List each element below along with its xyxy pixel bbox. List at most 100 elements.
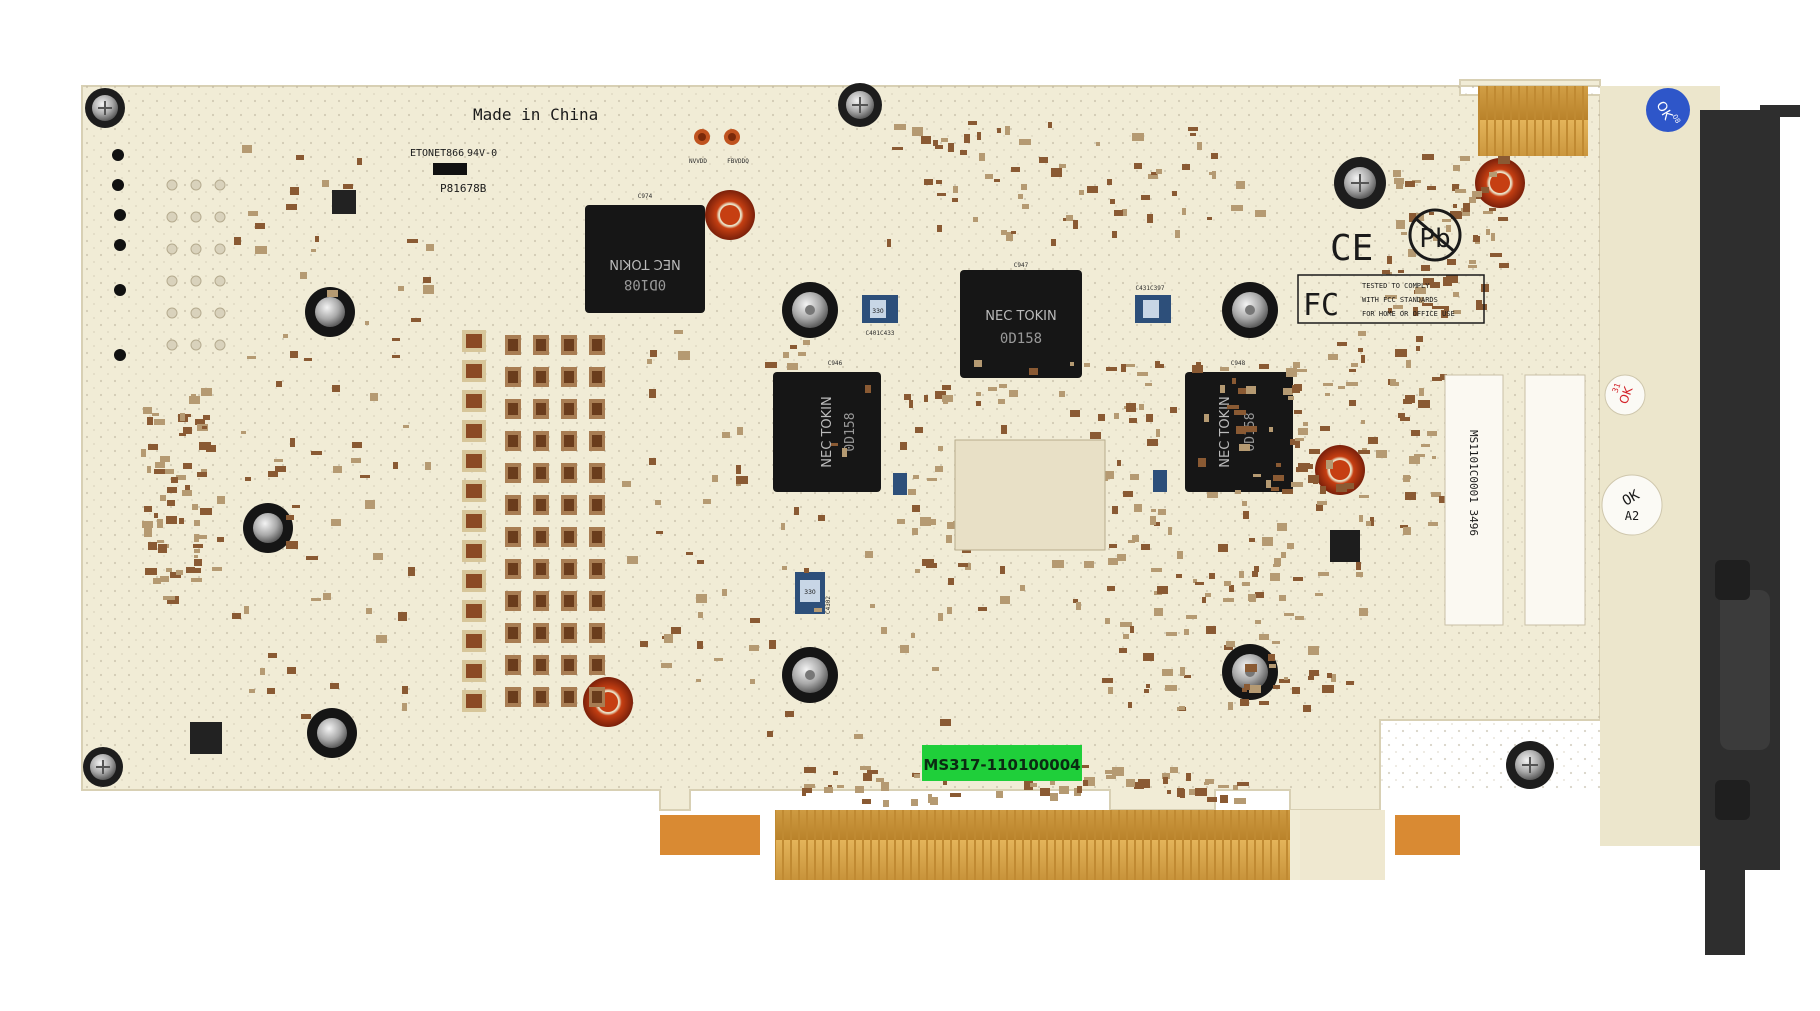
smd-component xyxy=(1279,679,1290,683)
smd-component xyxy=(403,425,409,428)
smd-component xyxy=(1227,405,1239,409)
pad-hole xyxy=(190,211,202,223)
smd-component xyxy=(183,427,192,434)
smd-component xyxy=(242,145,252,153)
smd-component xyxy=(1356,562,1361,570)
gpu-component-field xyxy=(141,121,1510,807)
smd-component xyxy=(1238,388,1248,394)
screw-bottom-right xyxy=(1506,741,1554,789)
smd-component xyxy=(1293,577,1303,581)
smd-component xyxy=(1431,492,1441,497)
smd-component xyxy=(1223,598,1234,602)
mount-ring-3 xyxy=(1315,445,1365,495)
resistor-body xyxy=(564,627,574,639)
smd-component xyxy=(887,239,891,247)
smd-component xyxy=(1243,511,1249,519)
smd-component xyxy=(1400,525,1408,528)
vrm-screw-2 xyxy=(243,503,293,553)
smd-component xyxy=(1252,571,1258,577)
smd-component xyxy=(1105,618,1110,624)
svg-text:A2: A2 xyxy=(1625,509,1639,523)
smd-component xyxy=(1107,179,1112,185)
smd-component xyxy=(750,679,755,684)
smd-component xyxy=(1318,572,1329,576)
pad-hole xyxy=(190,275,202,287)
pad-hole xyxy=(214,275,226,287)
smd-component xyxy=(1198,458,1206,467)
resistor-body xyxy=(564,691,574,703)
smd-component xyxy=(1327,673,1332,678)
smd-component xyxy=(1175,230,1180,238)
smd-component xyxy=(1385,295,1397,299)
smd-component xyxy=(1303,422,1308,426)
smd-component xyxy=(212,567,222,571)
smd-component xyxy=(1209,573,1215,579)
smd-component xyxy=(920,517,931,526)
smd-component xyxy=(881,627,887,634)
smd-component xyxy=(1269,664,1276,668)
gpu-bga-area xyxy=(954,439,1106,551)
smd-component xyxy=(976,401,981,406)
smd-component xyxy=(1120,622,1132,627)
smd-component xyxy=(1240,699,1249,706)
smd-component xyxy=(876,778,884,782)
smd-component xyxy=(1186,773,1191,781)
smd-component xyxy=(696,679,701,682)
smd-component xyxy=(1141,195,1150,200)
svg-text:FOR HOME OR OFFICE USE: FOR HOME OR OFFICE USE xyxy=(1362,310,1455,318)
smd-component xyxy=(1444,306,1449,311)
smd-component xyxy=(1472,191,1482,197)
smd-component xyxy=(1231,205,1243,211)
smd-component xyxy=(948,578,954,585)
smd-component xyxy=(201,388,212,396)
smd-component xyxy=(737,427,743,435)
smd-component xyxy=(1029,368,1038,375)
resistor-body xyxy=(508,659,518,671)
pad-hole xyxy=(166,339,178,351)
smd-component xyxy=(1150,516,1156,525)
smd-component xyxy=(217,496,225,504)
smd-component xyxy=(1337,342,1347,346)
board-code: ETONET866 xyxy=(410,148,464,159)
smd-component xyxy=(1259,701,1269,705)
smd-component xyxy=(650,350,657,357)
smd-component xyxy=(1207,797,1217,802)
smd-component xyxy=(1006,232,1013,241)
smd-component xyxy=(911,799,918,806)
smd-component xyxy=(1387,256,1392,264)
smd-component xyxy=(860,766,871,770)
smd-component xyxy=(1255,620,1261,624)
smd-component xyxy=(142,521,153,528)
smd-component xyxy=(1453,165,1460,171)
vrm-inductor-column xyxy=(462,330,486,712)
smd-component xyxy=(1271,487,1279,491)
smd-component xyxy=(914,774,920,778)
connector-tab-right xyxy=(1395,815,1460,855)
smd-component xyxy=(191,578,202,582)
smd-component xyxy=(943,779,947,785)
smd-component xyxy=(1249,685,1261,693)
smd-component xyxy=(818,515,825,521)
fcc-compliance-box: FC TESTED TO COMPLY WITH FCC STANDARDS F… xyxy=(1297,274,1485,324)
smd-component xyxy=(1396,182,1403,189)
smd-component xyxy=(1429,212,1434,215)
smd-component xyxy=(674,330,683,334)
smd-component xyxy=(311,451,322,455)
smd-component xyxy=(1276,463,1281,467)
pb-free-mark: Pb xyxy=(1408,208,1462,262)
smd-component xyxy=(1070,410,1080,417)
smd-component xyxy=(1455,189,1466,193)
smd-component xyxy=(232,613,241,619)
smd-component xyxy=(1463,203,1470,212)
smd-component xyxy=(1220,385,1225,393)
pad-hole xyxy=(214,339,226,351)
smd-component xyxy=(1052,560,1064,568)
smd-component xyxy=(1481,187,1489,193)
inductor-core xyxy=(466,514,482,528)
smd-component xyxy=(160,495,166,501)
smd-component xyxy=(1155,361,1160,368)
smd-component xyxy=(194,559,202,566)
pad-hole xyxy=(214,179,226,191)
inductor-core xyxy=(466,424,482,438)
resistor-body xyxy=(536,371,546,383)
